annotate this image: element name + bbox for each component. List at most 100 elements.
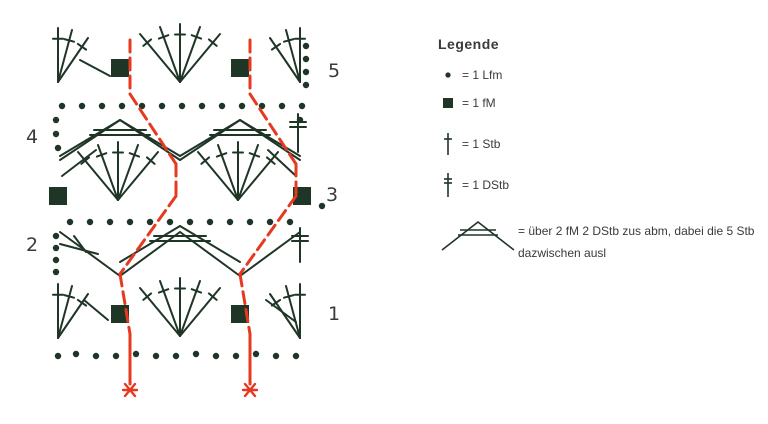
fan-stitch [248, 152, 261, 158]
chain-dot [238, 102, 246, 110]
fan-stitch [80, 156, 91, 165]
fan-stitch [237, 151, 279, 201]
chain-dot [138, 102, 146, 110]
cluster-line [179, 225, 241, 263]
row-label-4: 4 [26, 126, 39, 148]
half-fan-stitch [285, 285, 301, 339]
fan-stitch [128, 152, 141, 158]
repeat-line [238, 194, 298, 276]
chain-dot [86, 218, 94, 226]
zigzag-line [239, 231, 301, 277]
chain-dot [302, 42, 310, 50]
chain-dot [302, 68, 310, 76]
chain-dot [226, 218, 234, 226]
half-fan-stitch [76, 298, 88, 307]
cluster-icon [441, 220, 515, 251]
single-crochet-square [49, 187, 67, 205]
chain-dot [52, 116, 60, 124]
cluster-line [119, 225, 181, 263]
fan-stitch [139, 33, 181, 83]
chain-dot [92, 352, 100, 360]
fan-stitch [145, 156, 156, 165]
chain-dot [178, 102, 186, 110]
repeat-line [248, 92, 298, 166]
legend-item-stb: = 1 Stb [438, 132, 500, 156]
legend-item-text: = 1 Stb [462, 137, 501, 151]
fan-stitch [179, 33, 221, 83]
chain-dot [52, 232, 60, 240]
legend-item-fm: = 1 fM [438, 96, 496, 110]
chain-dot [66, 218, 74, 226]
repeat-star [123, 382, 137, 398]
chain-dot [132, 350, 140, 358]
fan-stitch [139, 287, 181, 337]
zigzag-line [59, 119, 121, 161]
chain-dot [172, 352, 180, 360]
chain-dot [246, 218, 254, 226]
half-fan-stitch [269, 293, 301, 339]
chain-dot [258, 102, 266, 110]
legend-item-text: = 1 fM [462, 96, 496, 110]
single-crochet-square [111, 59, 129, 77]
half-fan-stitch [57, 293, 89, 339]
chain-dot [106, 218, 114, 226]
repeat-line [118, 272, 132, 336]
fan-stitch [157, 288, 170, 294]
legend-item-dstb: = 1 DStb [438, 172, 509, 198]
half-fan-stitch [282, 294, 295, 299]
chain-dot [52, 244, 60, 252]
legend-item-cluster: = über 2 fM 2 DStb zus abm, dabei die 5 … [438, 220, 758, 300]
dot-icon [438, 71, 458, 79]
half-fan-stitch [269, 37, 301, 83]
chain-dot [192, 350, 200, 358]
zigzag-line [119, 231, 181, 277]
legend-title: Legende [438, 36, 500, 52]
half-fan-stitch [57, 37, 89, 83]
dstb-icon [438, 172, 458, 198]
half-fan-stitch [57, 29, 73, 83]
repeat-line [118, 194, 178, 276]
stb-icon [438, 132, 458, 156]
stitch-line [73, 235, 87, 253]
chain-dot [302, 81, 310, 89]
chain-dot [54, 352, 62, 360]
zigzag-line [179, 119, 241, 161]
chain-dot [292, 352, 300, 360]
chain-dot [112, 352, 120, 360]
repeat-line [238, 272, 252, 336]
fan-stitch [157, 34, 170, 40]
chain-dot [298, 102, 306, 110]
fan-stitch [95, 152, 108, 158]
stitch-line [61, 149, 97, 177]
chain-dot [54, 144, 62, 152]
chain-dot [186, 218, 194, 226]
chain-dot [78, 102, 86, 110]
fan-stitch [190, 34, 203, 40]
fan-stitch [179, 287, 221, 337]
chain-dot [218, 102, 226, 110]
chain-dot [52, 130, 60, 138]
legend-item-text: = 1 DStb [462, 178, 510, 192]
half-fan-stitch [63, 38, 76, 43]
legend-item-text: = 1 Lfm [462, 68, 503, 82]
fan-stitch [265, 156, 276, 165]
chain-dot [166, 218, 174, 226]
half-fan-stitch [270, 42, 282, 51]
fan-stitch [142, 292, 153, 301]
fan-stitch [200, 156, 211, 165]
stitch-line [267, 149, 297, 177]
chain-dot [266, 218, 274, 226]
stitch-line [265, 299, 297, 323]
chain-dot [146, 218, 154, 226]
half-fan-stitch [285, 29, 301, 83]
square-icon [438, 97, 458, 109]
zigzag-line [179, 231, 241, 277]
half-fan-stitch [63, 294, 76, 299]
chain-dot [198, 102, 206, 110]
chain-dot [212, 352, 220, 360]
fan-stitch [197, 151, 239, 201]
fan-stitch [215, 152, 228, 158]
chain-dot [152, 352, 160, 360]
